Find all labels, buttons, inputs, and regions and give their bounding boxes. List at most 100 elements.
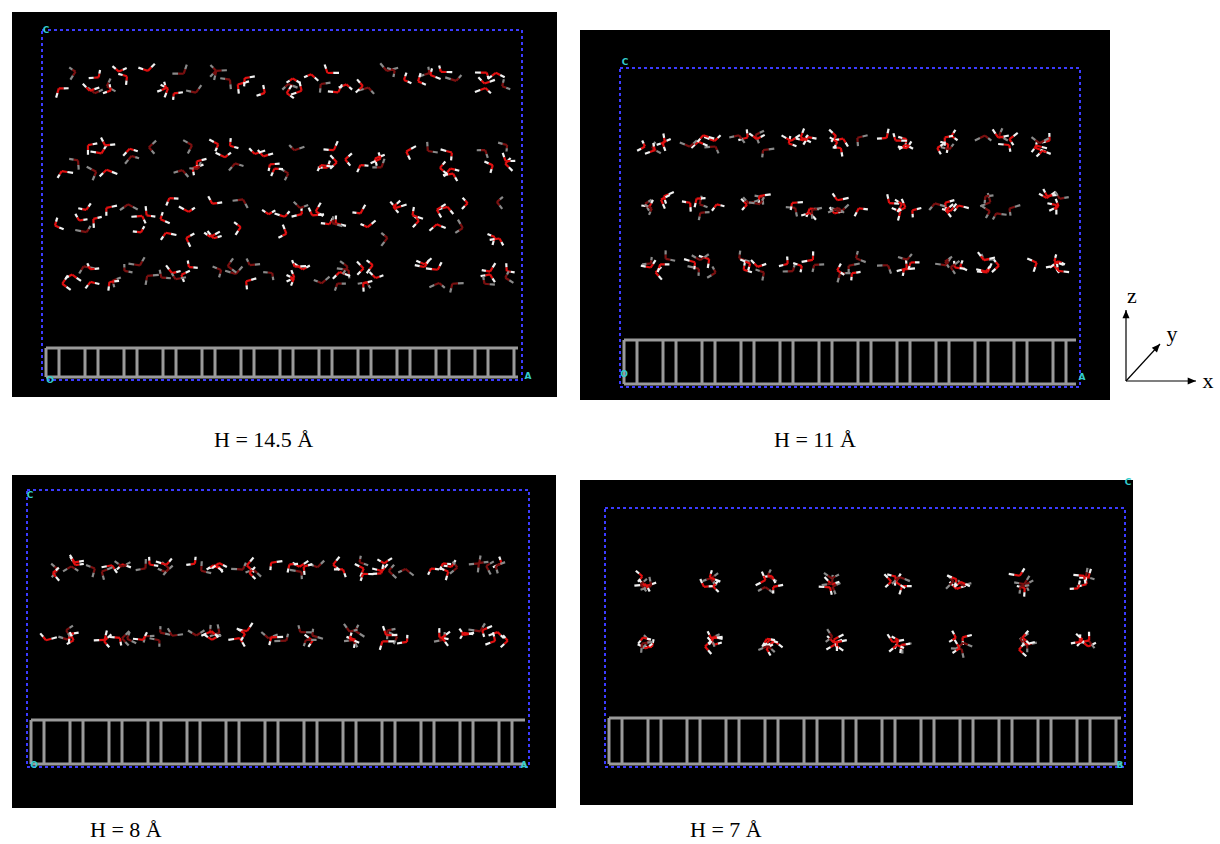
wall-line <box>636 340 639 384</box>
oxygen-bond <box>349 639 354 642</box>
oxygen-bond <box>116 69 119 72</box>
oxygen-bond <box>345 156 348 159</box>
hydrogen-bond <box>1070 588 1074 590</box>
wall-line <box>513 348 516 377</box>
hydrogen-bond <box>300 265 306 267</box>
hydrogen-bond <box>946 585 950 589</box>
hydrogen-bond <box>839 264 841 267</box>
hydrogen-bond <box>398 571 402 573</box>
hydrogen-bond <box>877 264 882 266</box>
oxygen-bond <box>841 208 845 212</box>
oxygen-bond <box>430 75 435 77</box>
hydrogen-bond <box>75 214 77 217</box>
oxygen-bond <box>433 224 437 227</box>
oxygen-bond <box>904 203 906 207</box>
hydrogen-bond <box>649 212 650 215</box>
hydrogen-bond <box>303 571 306 575</box>
wall-line <box>97 348 100 377</box>
hydrogen-bond <box>397 642 402 645</box>
oxygen-bond <box>985 136 988 138</box>
oxygen-bond <box>958 582 961 585</box>
hydrogen-bond <box>689 207 691 211</box>
wall-line <box>998 718 1001 764</box>
oxygen-bond <box>1050 265 1054 268</box>
oxygen-bond <box>92 219 94 223</box>
hydrogen-bond <box>786 256 788 260</box>
hydrogen-bond <box>321 561 324 564</box>
hydrogen-bond <box>438 66 441 69</box>
hydrogen-bond <box>329 161 330 165</box>
oxygen-bond <box>710 577 715 579</box>
oxygen-bond <box>261 153 264 156</box>
hydrogen-bond <box>360 224 364 226</box>
oxygen-bond <box>824 586 830 588</box>
oxygen-bond <box>484 82 489 84</box>
hydrogen-bond <box>801 214 805 215</box>
hydrogen-bond <box>100 173 103 176</box>
hydrogen-bond <box>742 207 745 210</box>
oxygen-bond <box>451 79 456 81</box>
oxygen-bond <box>808 136 812 139</box>
oxygen-bond <box>285 229 287 234</box>
hydrogen-bond <box>263 271 268 274</box>
hydrogen-bond <box>87 263 88 266</box>
hydrogen-bond <box>502 79 505 83</box>
oxygen-bond <box>174 276 176 279</box>
hydrogen-bond <box>349 153 352 156</box>
hydrogen-bond <box>345 274 350 276</box>
hydrogen-bond <box>201 634 206 636</box>
oxygen-bond <box>734 135 739 136</box>
hydrogen-bond <box>63 569 67 571</box>
oxygen-bond <box>760 201 762 204</box>
oxygen-bond <box>641 638 643 641</box>
hydrogen-bond <box>207 567 211 569</box>
hydrogen-bond <box>372 220 376 223</box>
hydrogen-bond <box>69 67 72 69</box>
oxygen-bond <box>172 634 177 637</box>
cell-box <box>620 68 1080 387</box>
oxygen-bond <box>345 159 348 162</box>
oxygen-bond <box>285 637 288 640</box>
hydrogen-bond <box>487 626 492 628</box>
oxygen-bond <box>801 137 806 139</box>
oxygen-bond <box>500 239 502 242</box>
hydrogen-bond <box>841 273 845 275</box>
oxygen-bond <box>250 263 255 266</box>
hydrogen-bond <box>895 200 898 202</box>
oxygen-bond <box>293 263 294 266</box>
hydrogen-bond <box>56 568 59 571</box>
hydrogen-bond <box>250 558 253 562</box>
hydrogen-bond <box>371 161 376 163</box>
hydrogen-bond <box>157 90 161 92</box>
hydrogen-bond <box>94 639 99 641</box>
hydrogen-bond <box>291 93 296 95</box>
hydrogen-bond <box>647 639 651 640</box>
hydrogen-bond <box>70 76 73 80</box>
oxygen-bond <box>765 587 769 590</box>
cell-box <box>42 30 522 380</box>
hydrogen-bond <box>909 254 911 257</box>
hydrogen-bond <box>900 585 905 588</box>
oxygen-bond <box>137 231 141 234</box>
oxygen-bond <box>685 145 690 147</box>
hydrogen-bond <box>447 71 453 73</box>
hydrogen-bond <box>861 260 866 262</box>
hydrogen-bond <box>381 233 384 235</box>
hydrogen-bond <box>988 138 991 140</box>
hydrogen-bond <box>356 89 360 92</box>
panel-background <box>580 30 1110 400</box>
hydrogen-bond <box>326 277 330 280</box>
wall-line <box>370 348 373 377</box>
hydrogen-bond <box>343 270 345 274</box>
hydrogen-bond <box>335 216 337 220</box>
hydrogen-bond <box>70 632 72 636</box>
oxygen-bond <box>441 563 443 566</box>
oxygen-bond <box>956 205 958 208</box>
oxygen-bond <box>105 144 110 147</box>
oxygen-bond <box>385 631 387 636</box>
hydrogen-bond <box>332 216 335 219</box>
hydrogen-bond <box>208 196 210 200</box>
wall-line <box>459 720 462 764</box>
hydrogen-bond <box>392 74 395 77</box>
